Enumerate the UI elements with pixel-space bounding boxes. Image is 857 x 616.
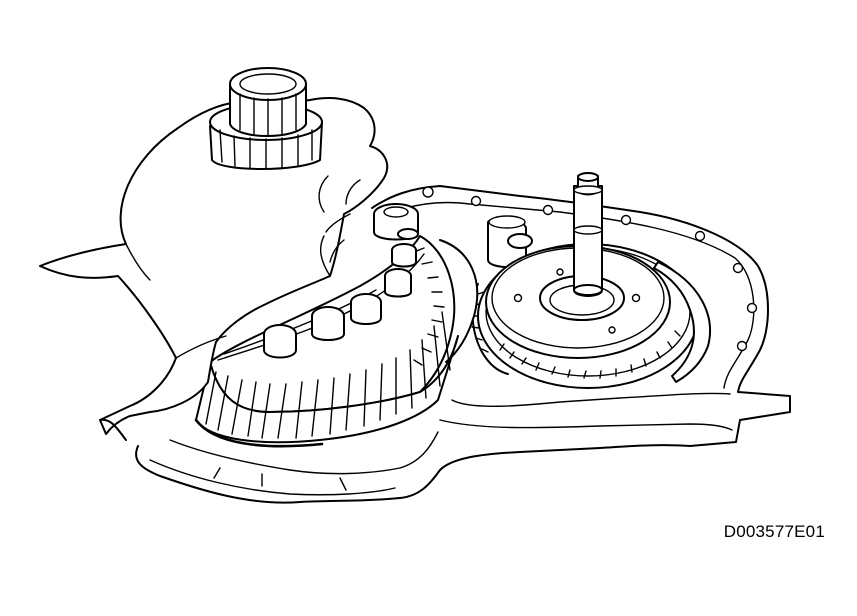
ring-gear-assembly	[477, 172, 711, 389]
helical-gear	[194, 203, 459, 448]
figure-code: D003577E01	[723, 522, 825, 541]
technician-hand	[39, 97, 389, 441]
socket-tool	[209, 67, 323, 170]
transmission-case	[135, 185, 791, 504]
